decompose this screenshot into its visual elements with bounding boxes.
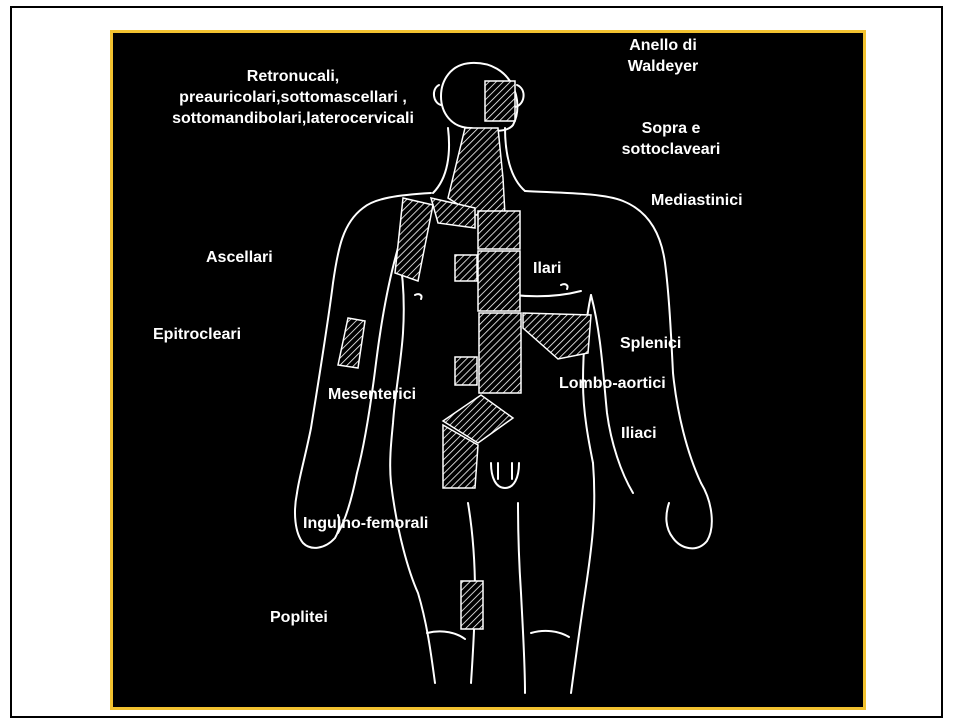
- label-cervical: Retronucali, preauricolari,sottomascella…: [123, 66, 463, 129]
- label-epitrochlear: Epitrocleari: [153, 324, 241, 345]
- right-arm-inner: [591, 295, 633, 493]
- mediastinal-region: [478, 211, 520, 249]
- splenic-region: [523, 313, 591, 359]
- axillary-region: [395, 198, 433, 281]
- left-knee: [427, 631, 465, 639]
- hilar-right-region: [478, 251, 520, 311]
- label-supraclavicular-line2: sottoclaveari: [601, 139, 741, 160]
- waldeyer-ring-region: [485, 81, 515, 121]
- label-inguinal: Inguino-femorali: [303, 513, 428, 534]
- label-axillary: Ascellari: [206, 247, 273, 268]
- mesenteric-region: [455, 357, 477, 385]
- label-iliac: Iliaci: [621, 423, 657, 444]
- label-supraclavicular-line1: Sopra e: [601, 118, 741, 139]
- lumbo-aortic-region: [479, 313, 521, 393]
- label-waldeyer-line2: Waldeyer: [593, 56, 733, 77]
- label-waldeyer-line1: Anello di: [593, 35, 733, 56]
- label-hilar: Ilari: [533, 258, 561, 279]
- diagram-panel: Anello di Waldeyer Retronucali, preauric…: [110, 30, 866, 710]
- body-outline-figure: [113, 33, 863, 707]
- right-leg-inner: [518, 503, 525, 693]
- left-nipple: [415, 294, 422, 299]
- hilar-left-region: [455, 255, 477, 281]
- right-hand: [666, 483, 711, 548]
- left-torso: [390, 248, 404, 483]
- genital-outline: [491, 463, 519, 488]
- epitrochlear-region: [338, 318, 365, 368]
- label-cervical-line1: Retronucali,: [123, 66, 463, 87]
- label-cervical-line3: sottomandibolari,laterocervicali: [123, 108, 463, 129]
- chest-line: [513, 291, 581, 296]
- label-cervical-line2: preauricolari,sottomascellari ,: [123, 87, 463, 108]
- label-mediastinal: Mediastinici: [651, 190, 743, 211]
- label-waldeyer: Anello di Waldeyer: [593, 35, 733, 77]
- popliteal-region: [461, 581, 483, 629]
- right-knee: [531, 631, 569, 637]
- neck-left: [433, 128, 449, 193]
- neck-right: [505, 128, 525, 191]
- label-supraclavicular: Sopra e sottoclaveari: [601, 118, 741, 160]
- label-lumbo-aortic: Lombo-aortici: [559, 373, 666, 394]
- right-leg-outer: [571, 463, 594, 693]
- label-mesenteric: Mesenterici: [328, 384, 416, 405]
- cervical-region: [448, 128, 505, 215]
- label-splenic: Splenici: [620, 333, 681, 354]
- label-popliteal: Poplitei: [270, 607, 328, 628]
- right-nipple: [561, 284, 568, 289]
